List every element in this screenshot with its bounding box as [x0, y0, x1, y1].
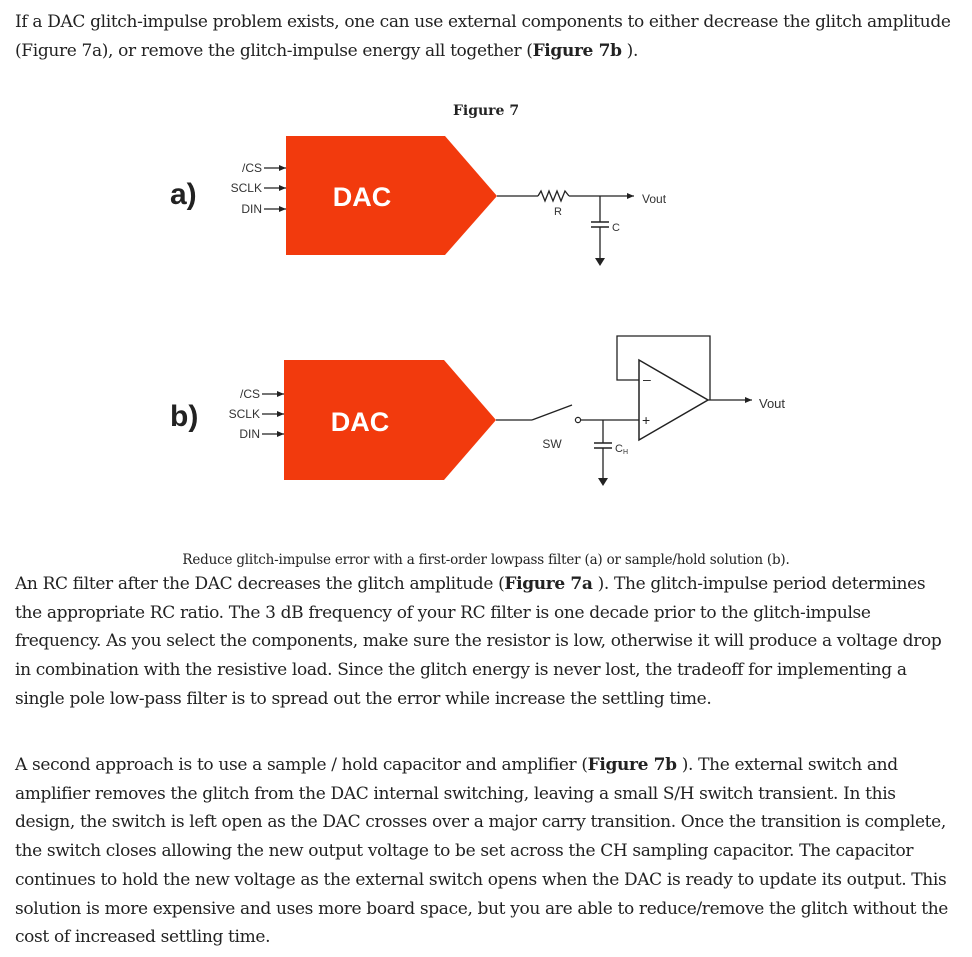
circuit-b-switch-label: SW: [542, 437, 562, 451]
circuit-a-dac-block: [286, 136, 497, 255]
circuit-a-capacitor-label: C: [612, 222, 620, 234]
circuit-a-pin-cs: /CS: [242, 161, 262, 175]
circuit-b-pin-sclk: SCLK: [229, 407, 260, 421]
p1-figure-ref: Figure 7a: [504, 574, 593, 594]
circuit-b: b) /CS SCLK DIN DAC SW CH – + Vo: [170, 335, 785, 486]
circuit-b-pins: /CS SCLK DIN: [229, 387, 284, 441]
circuit-a-resistor-label: R: [554, 206, 562, 218]
figure-caption: Reduce glitch-impulse error with a first…: [182, 552, 790, 568]
intro-figure-ref: Figure 7b: [532, 40, 622, 61]
circuit-b-pin-din: DIN: [239, 427, 260, 441]
p2-figure-ref: Figure 7b: [587, 755, 677, 775]
circuit-b-dac-block: [284, 360, 496, 480]
circuit-b-feedback: [616, 335, 711, 400]
circuit-a-label: a): [170, 178, 197, 211]
circuit-a: a) /CS SCLK DIN DAC R Vout C: [170, 136, 667, 266]
circuit-b-opamp-plus: +: [642, 412, 650, 428]
circuit-a-dac-label: DAC: [333, 182, 392, 212]
intro-text-1: If a DAC glitch-impulse problem exists, …: [15, 12, 951, 61]
circuit-b-opamp-minus: –: [643, 371, 651, 387]
intro-text-2: ).: [621, 40, 639, 61]
p2-text-2: ). The external switch and amplifier rem…: [15, 755, 948, 948]
p1-text-1: An RC filter after the DAC decreases the…: [15, 574, 505, 594]
circuit-a-pins: /CS SCLK DIN: [231, 161, 286, 216]
circuit-b-ground-icon: [598, 478, 608, 486]
circuit-b-capacitor-label: CH: [615, 443, 628, 456]
circuit-b-switch: [531, 404, 573, 421]
circuit-b-opamp: [638, 358, 710, 442]
figure-title: Figure 7: [452, 103, 520, 119]
figure-7-diagram: a) /CS SCLK DIN DAC R Vout C b) /CS S: [170, 136, 785, 486]
circuit-a-pin-sclk: SCLK: [231, 181, 262, 195]
p2-text-1: A second approach is to use a sample / h…: [15, 755, 588, 775]
circuit-b-label: b): [170, 400, 198, 433]
p1-text-2: ). The glitch-impulse period determines …: [15, 574, 942, 709]
circuit-b-vout-label: Vout: [759, 396, 785, 411]
circuit-a-ground-icon: [595, 258, 605, 266]
circuit-a-pin-din: DIN: [241, 202, 262, 216]
circuit-a-resistor: [537, 189, 570, 203]
circuit-a-vout-label: Vout: [642, 192, 667, 206]
intro-paragraph: If a DAC glitch-impulse problem exists, …: [15, 8, 955, 65]
paragraph-rc-filter: An RC filter after the DAC decreases the…: [15, 570, 955, 714]
circuit-b-pin-cs: /CS: [240, 387, 260, 401]
paragraph-sample-hold: A second approach is to use a sample / h…: [15, 751, 955, 952]
circuit-b-dac-label: DAC: [331, 407, 390, 437]
